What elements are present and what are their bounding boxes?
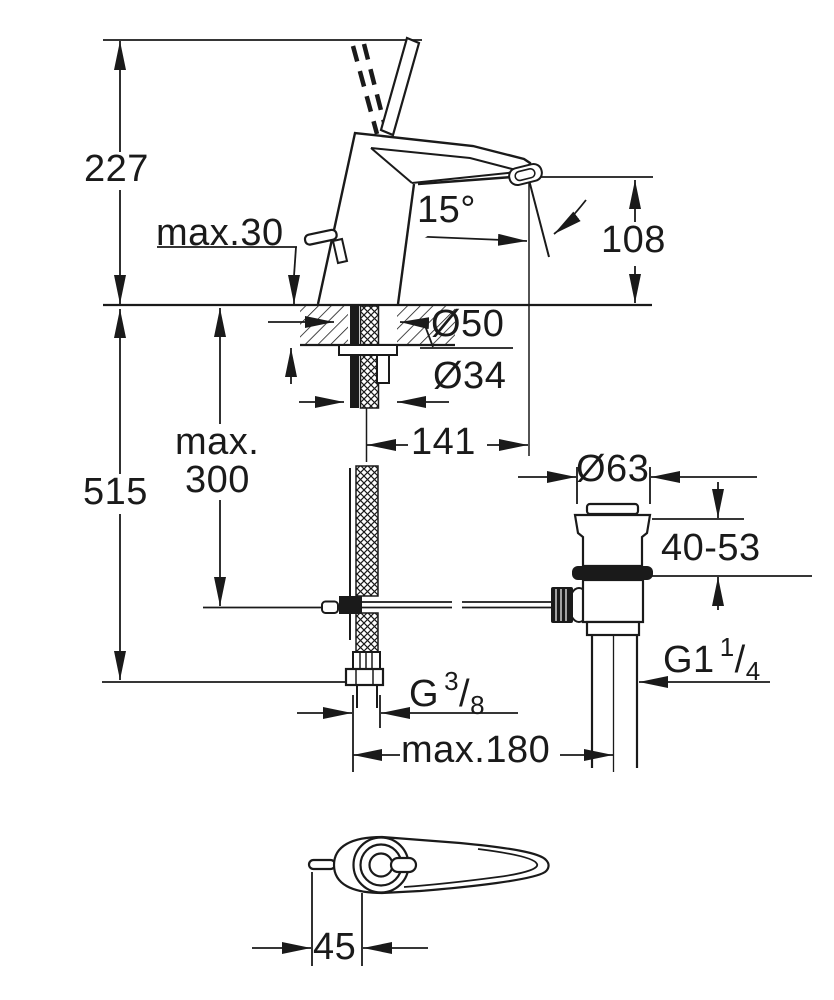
faucet-body: [303, 36, 543, 305]
waste-thread-sup: 1: [719, 632, 735, 662]
dim-lever-width-label: 45: [313, 926, 357, 968]
dim-counter-range-label: 40-53: [661, 527, 761, 569]
dim-rod-reach-label: max.180: [401, 729, 551, 771]
dim-spout-height-label: 108: [601, 219, 666, 261]
pop-up-waste: [551, 502, 653, 768]
lever-top-view: [307, 835, 550, 895]
waste-thread-sub: 4: [745, 656, 761, 686]
pop-up-rod: [321, 596, 552, 614]
supply-thread-main: G: [409, 673, 440, 715]
dim-waste-diameter-label: Ø63: [576, 448, 650, 490]
supply-thread-sup: 3: [444, 666, 460, 696]
supply-hose: [344, 465, 385, 708]
dim-rod-max-line2-label: 300: [185, 459, 250, 501]
dim-shank-diameter-label: Ø34: [433, 355, 507, 397]
dim-base-diameter-label: Ø50: [431, 303, 505, 345]
dim-spout-angle-label: 15°: [417, 189, 476, 231]
dim-below-deck-height-label: 515: [83, 471, 148, 513]
deck-section: [300, 305, 455, 409]
dim-spout-projection-label: 141: [411, 421, 476, 463]
waste-thread-slash: /: [734, 639, 746, 681]
supply-thread-sub: 8: [470, 690, 486, 720]
extension-lines: [102, 39, 812, 966]
dim-max-deck-thickness-label: max.30: [156, 212, 284, 254]
waste-thread-main: G1: [663, 639, 715, 681]
dim-overall-height-label: 227: [84, 148, 149, 190]
supply-thread-slash: /: [459, 673, 471, 715]
dim-rod-max-line1-label: max.: [175, 421, 260, 463]
